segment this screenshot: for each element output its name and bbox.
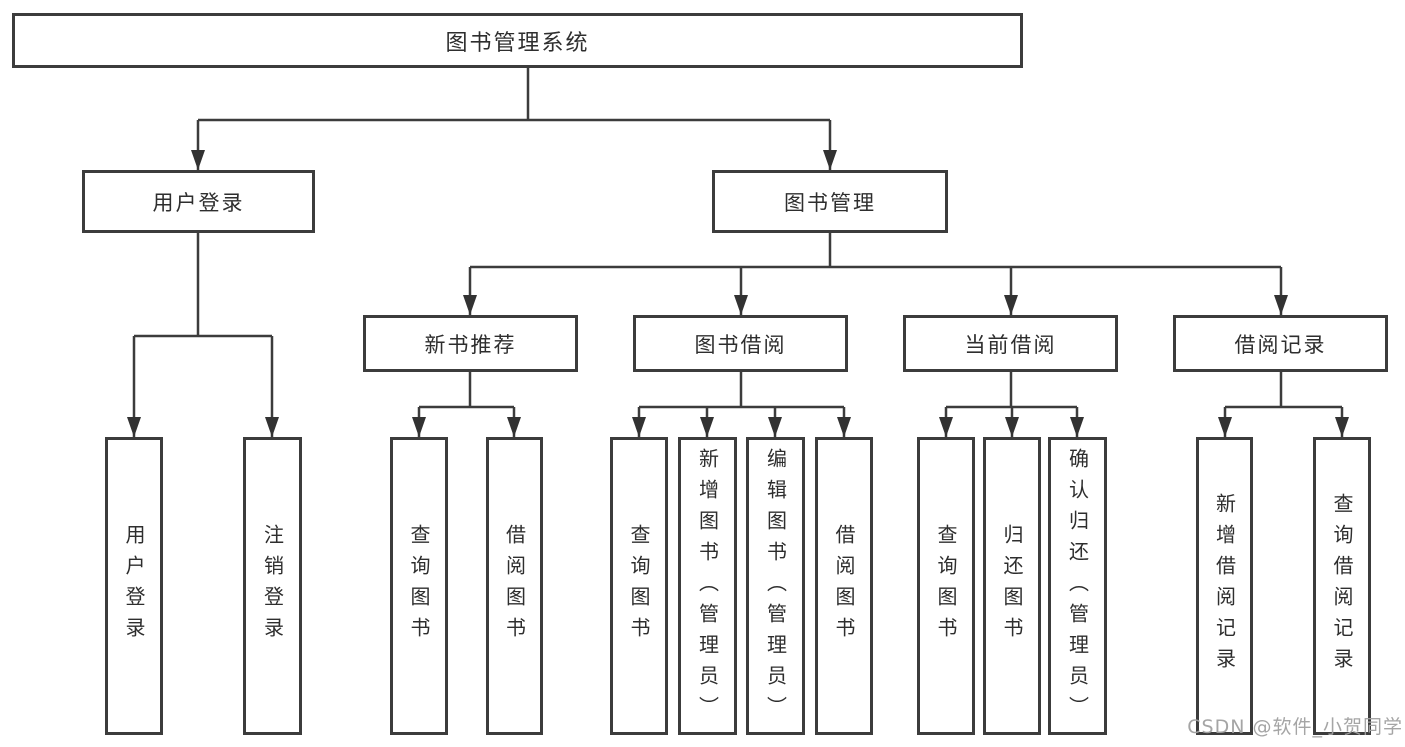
connector-trunks: [134, 68, 1342, 409]
leaf-node-add-borrow-record: 新增借阅记录: [1196, 437, 1253, 735]
root-node-library-management-system: 图书管理系统: [12, 13, 1023, 68]
category-node-new-book-recommend: 新书推荐: [363, 315, 578, 372]
leaf-node-user-login: 用户登录: [105, 437, 163, 735]
leaf-node-query-books-3: 查询图书: [917, 437, 975, 735]
branch-node-user-login: 用户登录: [82, 170, 315, 233]
category-node-current-borrowing: 当前借阅: [903, 315, 1118, 372]
leaf-node-edit-book-admin: 编辑图书（管理员）: [746, 437, 805, 735]
leaf-node-add-book-admin: 新增图书（管理员）: [678, 437, 737, 735]
leaf-node-borrow-books-2: 借阅图书: [815, 437, 873, 735]
branch-node-book-management: 图书管理: [712, 170, 948, 233]
leaf-node-return-book: 归还图书: [983, 437, 1041, 735]
leaf-node-borrow-books-1: 借阅图书: [486, 437, 543, 735]
csdn-watermark: CSDN @软件_小贺同学: [1187, 716, 1403, 738]
leaf-node-query-books-2: 查询图书: [610, 437, 668, 735]
category-node-borrowing-records: 借阅记录: [1173, 315, 1388, 372]
category-node-book-borrowing: 图书借阅: [633, 315, 848, 372]
leaf-node-query-books-1: 查询图书: [390, 437, 448, 735]
leaf-node-query-borrow-record: 查询借阅记录: [1313, 437, 1371, 735]
leaf-node-confirm-return-admin: 确认归还（管理员）: [1048, 437, 1107, 735]
leaf-node-logout: 注销登录: [243, 437, 302, 735]
